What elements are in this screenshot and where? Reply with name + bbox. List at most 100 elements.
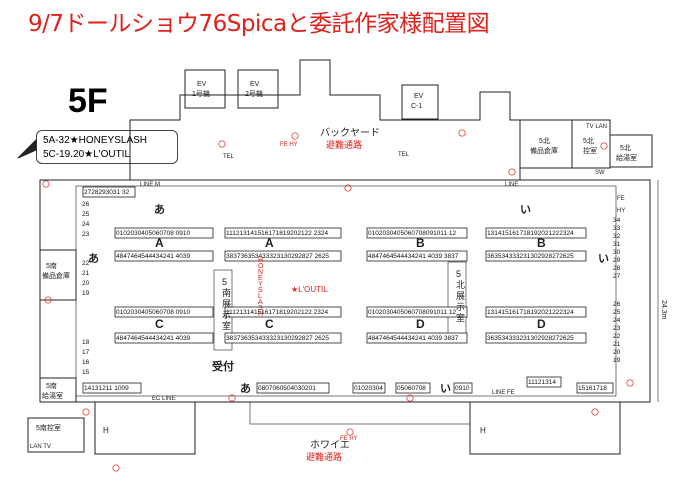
exit-marker-icon (228, 394, 236, 402)
booth-table (82, 382, 142, 394)
row-bottom-a: 0807060504030201 (258, 385, 316, 392)
booth-number: 15 (82, 369, 90, 376)
page-title: 9/7ドールショウ76Spicaと委託作家様配置図 (28, 11, 490, 37)
floor-label: 5F (68, 82, 108, 120)
booth-table (453, 382, 473, 394)
block-B-right: B (537, 236, 546, 250)
row-bottom-right: 11121314 (528, 379, 556, 386)
north-control-sub: 控室 (583, 146, 597, 155)
row-bottom-mid: 01020304 (354, 385, 383, 392)
south-control-label: 5南控室 (36, 423, 61, 432)
block-a-top: あ (154, 203, 165, 216)
block-a-bottom: あ (240, 382, 251, 395)
booth-number: 27 (613, 273, 621, 280)
foyer-label: ホワイエ (310, 439, 350, 451)
evac-top-label: 避難通路 (326, 139, 362, 150)
booth-table (224, 306, 342, 318)
booth-table (366, 306, 468, 318)
booth-table (526, 376, 562, 388)
row-C-mid-1: 111213141516171819202122 2324 (226, 309, 328, 316)
booth-number: 19 (82, 290, 90, 297)
booth-number: 17 (82, 349, 90, 356)
booth-table (395, 382, 431, 394)
north-kitchen-label: 5北 (620, 144, 631, 152)
exit-marker-icon (218, 140, 226, 148)
row-D-right-1: 131415161718192021222324 (487, 309, 574, 316)
row-C-left-2: 4847464544434241 4039 (116, 335, 190, 342)
north-control-label: 5北 (583, 137, 594, 145)
exit-marker-icon (346, 428, 354, 436)
booth-number: 26 (82, 201, 90, 208)
south-kitchen-sub: 給湯室 (42, 391, 63, 400)
tv-lan-label: TV LAN (586, 124, 607, 130)
ev1-label: EV (197, 81, 207, 88)
booth-number: 25 (613, 309, 621, 316)
block-a-left: あ (88, 252, 99, 265)
booth-number: 32 (613, 233, 621, 240)
exit-marker-icon (508, 168, 516, 176)
exit-marker-icon (82, 408, 90, 416)
block-B-left: B (416, 236, 425, 250)
loutil-marker: ★L'OUTIL (291, 285, 328, 294)
booth-number: 30 (613, 249, 621, 256)
fe-hy-label: FE HY (280, 142, 298, 148)
booth-table (366, 227, 468, 239)
row-D-2: 4847464544434241 4039 3837 (368, 335, 459, 342)
sw-label: SW (595, 170, 605, 176)
booth-number: 23 (613, 325, 621, 332)
exit-marker-icon (291, 132, 299, 140)
booth-number: 18 (82, 339, 90, 346)
h-label-2: H (480, 426, 486, 435)
booth-number: 29 (613, 257, 621, 264)
row-C-mid-2: 383736353433323130292827 2625 (226, 335, 329, 342)
tel-label-2: TEL (398, 152, 410, 158)
exit-marker-icon (42, 180, 50, 188)
row-B-1: 0102030405060708091011 12 (368, 230, 456, 237)
hall-inner (75, 185, 617, 397)
booth-table (114, 250, 214, 262)
block-i-bottom: い (440, 383, 451, 395)
ev2-sub: 2号機 (245, 89, 263, 98)
booth-number: 34 (613, 217, 621, 224)
row-B-right-1: 131415161718192021222324 (487, 230, 574, 237)
booth-number: 22 (613, 333, 621, 340)
hall-outline (39, 179, 651, 403)
evc-label: EV (414, 93, 424, 100)
callout-line-2: 5C-19.20★L'OUTIL (43, 149, 131, 160)
booth-table (485, 306, 587, 318)
booth-table (485, 332, 587, 344)
exit-marker-icon (406, 394, 414, 402)
tel-label-1: TEL (223, 154, 235, 160)
booth-number: 16 (82, 359, 90, 366)
row-A-left-2: 4847464544434241 4039 (116, 253, 190, 260)
h-label-1: H (103, 426, 109, 435)
north-kitchen (609, 134, 653, 168)
line-fe-label: LINE FE (492, 390, 515, 396)
booth-number: 24 (82, 221, 90, 228)
evc-sub: C-1 (411, 103, 422, 110)
backyard-label: バックヤード (320, 127, 380, 139)
callout-pointer (17, 138, 37, 159)
booth-number: 21 (613, 341, 621, 348)
ev1-sub: 1号機 (192, 89, 210, 98)
booth-table (114, 332, 214, 344)
exit-marker-icon (44, 296, 52, 304)
south-storage (39, 249, 77, 301)
row-D-1: 0102030405060708091011 12 (368, 309, 456, 316)
booth-number: 20 (613, 349, 621, 356)
north-kitchen-sub: 給湯室 (616, 153, 637, 162)
row-bottom-i: 0910 (455, 385, 470, 392)
ev-1 (184, 69, 226, 109)
ev2-label: EV (250, 81, 260, 88)
row-bottom-left: 14131211 1009 (84, 385, 129, 392)
block-i-top: い (520, 204, 531, 216)
row-C-left-1: 0102030405060708 0910 (116, 309, 190, 316)
booth-number: 33 (613, 225, 621, 232)
booth-number: 28 (613, 265, 621, 272)
booth-number: 21 (82, 270, 90, 277)
north-storage-sub: 備品倉庫 (530, 146, 558, 155)
block-i-right: い (598, 253, 609, 265)
